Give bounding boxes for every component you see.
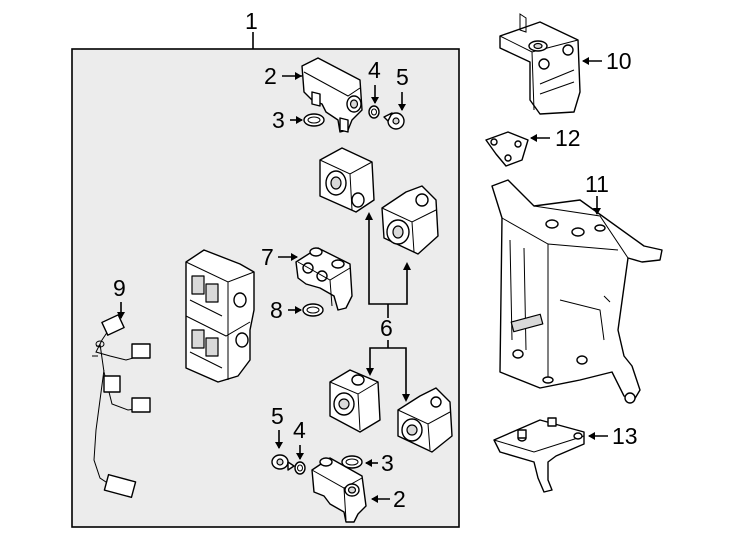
callout-3-top: 3 bbox=[272, 107, 285, 133]
callout-5-bottom: 5 bbox=[271, 403, 284, 429]
callout-1: 1 bbox=[245, 8, 258, 34]
callout-2-top: 2 bbox=[264, 63, 277, 89]
callout-9: 9 bbox=[113, 275, 126, 301]
hydraulic-unit-block bbox=[185, 249, 255, 383]
part-2-bottom-bracket bbox=[311, 457, 367, 523]
part-7-manifold bbox=[295, 247, 353, 311]
callout-7: 7 bbox=[261, 244, 274, 270]
part-2-top-bracket bbox=[301, 57, 363, 133]
callout-6: 6 bbox=[380, 315, 393, 341]
part-6-upper-valve-right bbox=[381, 185, 439, 255]
part-11-carrier-bracket bbox=[491, 179, 663, 404]
callout-13: 13 bbox=[612, 423, 638, 449]
callout-4-top: 4 bbox=[368, 57, 381, 83]
part-5-bottom-bolt bbox=[271, 454, 295, 471]
part-4-top-washer bbox=[368, 105, 380, 119]
part-5-top-bolt bbox=[383, 112, 405, 130]
callout-3-bottom: 3 bbox=[381, 450, 394, 476]
part-6-upper-valve-left bbox=[319, 147, 375, 213]
callout-12: 12 bbox=[555, 125, 581, 151]
callout-8: 8 bbox=[270, 297, 283, 323]
callout-11: 11 bbox=[585, 171, 609, 197]
part-9-wiring-harness bbox=[92, 314, 151, 499]
part-12-plate bbox=[485, 131, 529, 167]
part-4-bottom-washer bbox=[294, 461, 306, 475]
callout-4-bottom: 4 bbox=[293, 417, 306, 443]
part-3-top-oring bbox=[303, 113, 325, 127]
part-6-lower-valve-right bbox=[397, 387, 453, 453]
callout-2-bottom: 2 bbox=[393, 486, 406, 512]
callout-10: 10 bbox=[606, 48, 632, 74]
callout-5-top: 5 bbox=[396, 64, 409, 90]
part-8-oring bbox=[302, 303, 324, 317]
part-13-bracket bbox=[493, 417, 585, 493]
part-10-bracket bbox=[499, 13, 581, 115]
part-6-lower-valve-left bbox=[329, 369, 381, 433]
part-3-bottom-oring bbox=[341, 455, 363, 469]
